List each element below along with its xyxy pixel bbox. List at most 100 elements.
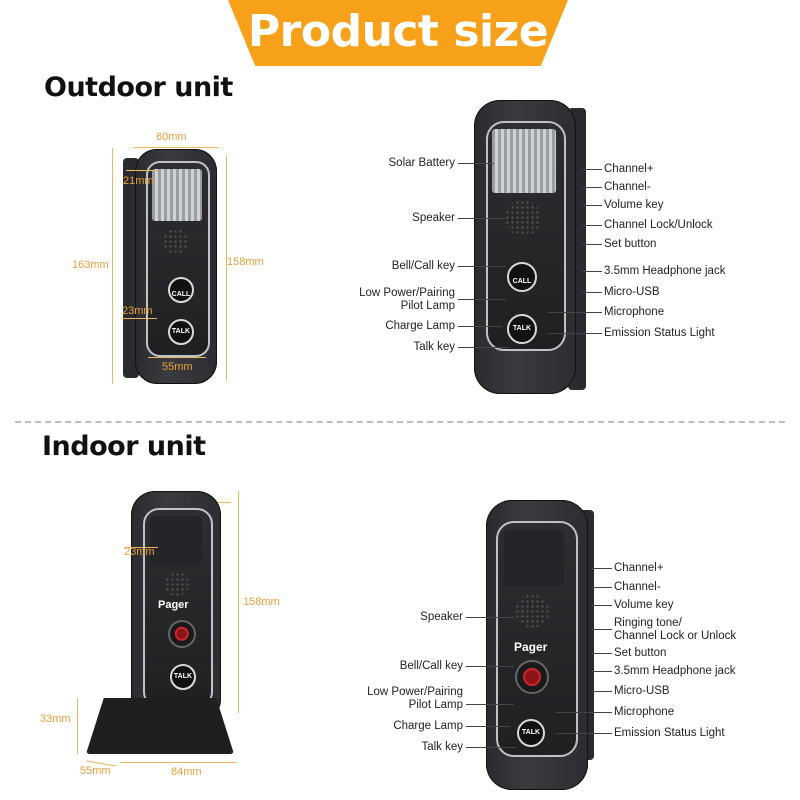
leader-headphone-jack	[582, 271, 602, 272]
leader-indoor-channel-plus	[592, 568, 612, 569]
dim-height-front: 158mm	[227, 256, 264, 268]
dim-dock-width: 84mm	[171, 766, 202, 778]
pager-label: Pager	[158, 599, 189, 611]
dim-screen-edge: 23mm	[124, 546, 155, 558]
indoor-talk-button: TALK	[170, 664, 196, 690]
dim-line-button-gap	[121, 318, 157, 319]
leader-bell-call-key	[458, 266, 506, 267]
dim-camera-edge: 21mm	[123, 175, 154, 187]
outdoor-unit-heading: Outdoor unit	[44, 72, 233, 103]
label-solar-battery: Solar Battery	[388, 157, 455, 169]
solar-panel-right	[492, 129, 556, 193]
label-indoor-channel-lock: Channel Lock or Unlock	[614, 630, 737, 642]
leader-indoor-channel-minus	[592, 587, 612, 588]
label-indoor-set-button: Set button	[614, 647, 667, 659]
leader-speaker	[458, 218, 508, 219]
label-indoor-microphone: Microphone	[614, 706, 675, 718]
speaker-grille	[163, 229, 189, 255]
indoor-unit-heading: Indoor unit	[42, 431, 206, 462]
label-indoor-talk-key: Talk key	[421, 741, 463, 753]
dim-dock-depth: 55mm	[80, 765, 111, 777]
bell-call-button	[168, 620, 196, 648]
talk-button: TALK	[168, 319, 194, 345]
label-indoor-emission-light: Emission Status Light	[614, 727, 725, 739]
dim-height-total: 163mm	[72, 259, 109, 271]
dim-line-top	[134, 147, 218, 148]
call-button-label: CALL	[171, 291, 191, 298]
leader-indoor-microphone	[556, 712, 612, 713]
page-title: Product size	[247, 6, 549, 57]
leader-charge-lamp	[458, 326, 502, 327]
dim-line-front-height	[226, 155, 227, 381]
dim-line-screen-edge	[124, 547, 158, 548]
leader-micro-usb	[582, 292, 602, 293]
charging-dock	[86, 698, 234, 754]
speaker-grille-right	[505, 200, 541, 236]
label-indoor-volume-key: Volume key	[614, 599, 674, 611]
dim-width-bottom: 55mm	[162, 361, 193, 373]
label-indoor-bell-call-key: Bell/Call key	[399, 660, 463, 672]
dim-dock-height: 33mm	[40, 713, 71, 725]
leader-indoor-charge-lamp	[466, 726, 510, 727]
label-indoor-speaker: Speaker	[420, 611, 463, 623]
label-set-button: Set button	[604, 238, 657, 250]
leader-indoor-volume-key	[592, 605, 612, 606]
title-banner	[228, 0, 568, 66]
leader-talk-key	[458, 347, 508, 348]
solar-panel	[152, 169, 202, 221]
label-charge-lamp: Charge Lamp	[385, 320, 455, 332]
leader-indoor-pilot-lamp	[466, 704, 514, 705]
leader-channel-minus	[582, 187, 602, 188]
label-indoor-charge-lamp: Charge Lamp	[393, 720, 463, 732]
label-speaker: Speaker	[412, 212, 455, 224]
talk-button-right: TALK	[507, 314, 537, 344]
dim-line-dock-width	[120, 762, 236, 763]
dim-line-front-height-indoor	[238, 491, 239, 713]
leader-indoor-set-button	[592, 653, 612, 654]
label-micro-usb: Micro-USB	[604, 286, 660, 298]
bell-call-button-right	[515, 660, 549, 694]
leader-set-button	[582, 244, 602, 245]
indoor-talk-button-right: TALK	[517, 719, 545, 747]
leader-emission-light	[548, 333, 602, 334]
label-microphone: Microphone	[604, 306, 665, 318]
indoor-display-window	[150, 516, 202, 566]
leader-channel-lock	[582, 225, 602, 226]
label-low-power: Low Power/Pairing	[359, 287, 455, 299]
label-talk-key: Talk key	[413, 341, 455, 353]
label-indoor-headphone-jack: 3.5mm Headphone jack	[614, 665, 736, 677]
indoor-talk-button-label: TALK	[173, 673, 193, 680]
label-headphone-jack: 3.5mm Headphone jack	[604, 265, 726, 277]
dim-line-dock-height	[77, 698, 78, 754]
leader-volume-key	[582, 205, 602, 206]
label-channel-plus: Channel+	[604, 163, 654, 175]
dim-button-gap: 23mm	[122, 305, 153, 317]
leader-indoor-micro-usb	[592, 691, 612, 692]
dim-width-top: 60mm	[156, 131, 187, 143]
leader-indoor-talk-key	[466, 747, 516, 748]
talk-button-right-label: TALK	[512, 325, 532, 332]
leader-solar-battery	[458, 163, 494, 164]
dim-height-front-indoor: 158mm	[243, 596, 280, 608]
label-pilot-lamp: Pilot Lamp	[400, 300, 455, 312]
leader-indoor-emission-light	[556, 733, 612, 734]
leader-indoor-headphone-jack	[592, 671, 612, 672]
label-bell-call-key: Bell/Call key	[391, 260, 455, 272]
talk-button-label: TALK	[171, 328, 191, 335]
indoor-display-window-right	[504, 530, 564, 586]
leader-indoor-ringing-tone	[592, 629, 612, 630]
indoor-speaker-grille-right	[515, 594, 549, 628]
label-volume-key: Volume key	[604, 199, 664, 211]
label-indoor-channel-plus: Channel+	[614, 562, 664, 574]
label-channel-minus: Channel-	[604, 181, 651, 193]
label-indoor-channel-minus: Channel-	[614, 581, 661, 593]
leader-channel-plus	[582, 169, 602, 170]
dim-line-camera-edge	[126, 170, 158, 171]
indoor-speaker-grille	[165, 572, 189, 596]
dim-line-total-height	[112, 148, 113, 384]
pager-label-right: Pager	[514, 640, 548, 654]
label-indoor-ringing-tone: Ringing tone/	[614, 617, 682, 629]
label-indoor-pilot-lamp: Pilot Lamp	[408, 699, 463, 711]
section-divider	[15, 421, 785, 423]
indoor-talk-button-right-label: TALK	[521, 729, 541, 736]
